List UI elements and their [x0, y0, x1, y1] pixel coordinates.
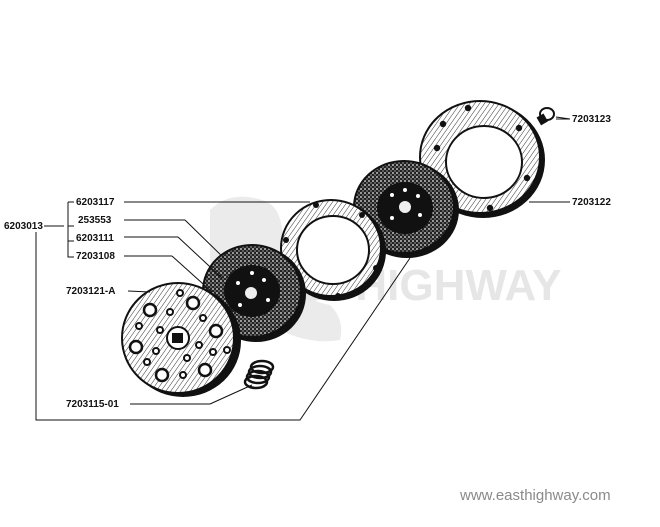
hub-plate [121, 282, 241, 397]
label-7203108: 7203108 [76, 251, 115, 262]
label-6203117: 6203117 [76, 197, 115, 208]
label-7203122: 7203122 [572, 197, 611, 208]
spring [243, 359, 275, 390]
label-7203115-01: 7203115-01 [66, 399, 119, 410]
leader-lines [35, 118, 570, 421]
watermark-url: www.easthighway.com [459, 487, 611, 504]
bolt [536, 107, 571, 126]
label-253553: 253553 [78, 215, 112, 226]
label-6203013: 6203013 [4, 221, 43, 232]
label-6203111: 6203111 [76, 233, 114, 244]
label-7203123: 7203123 [572, 114, 611, 125]
pressure-plate-ring [280, 199, 386, 301]
label-7203121-a: 7203121-A [66, 286, 115, 297]
